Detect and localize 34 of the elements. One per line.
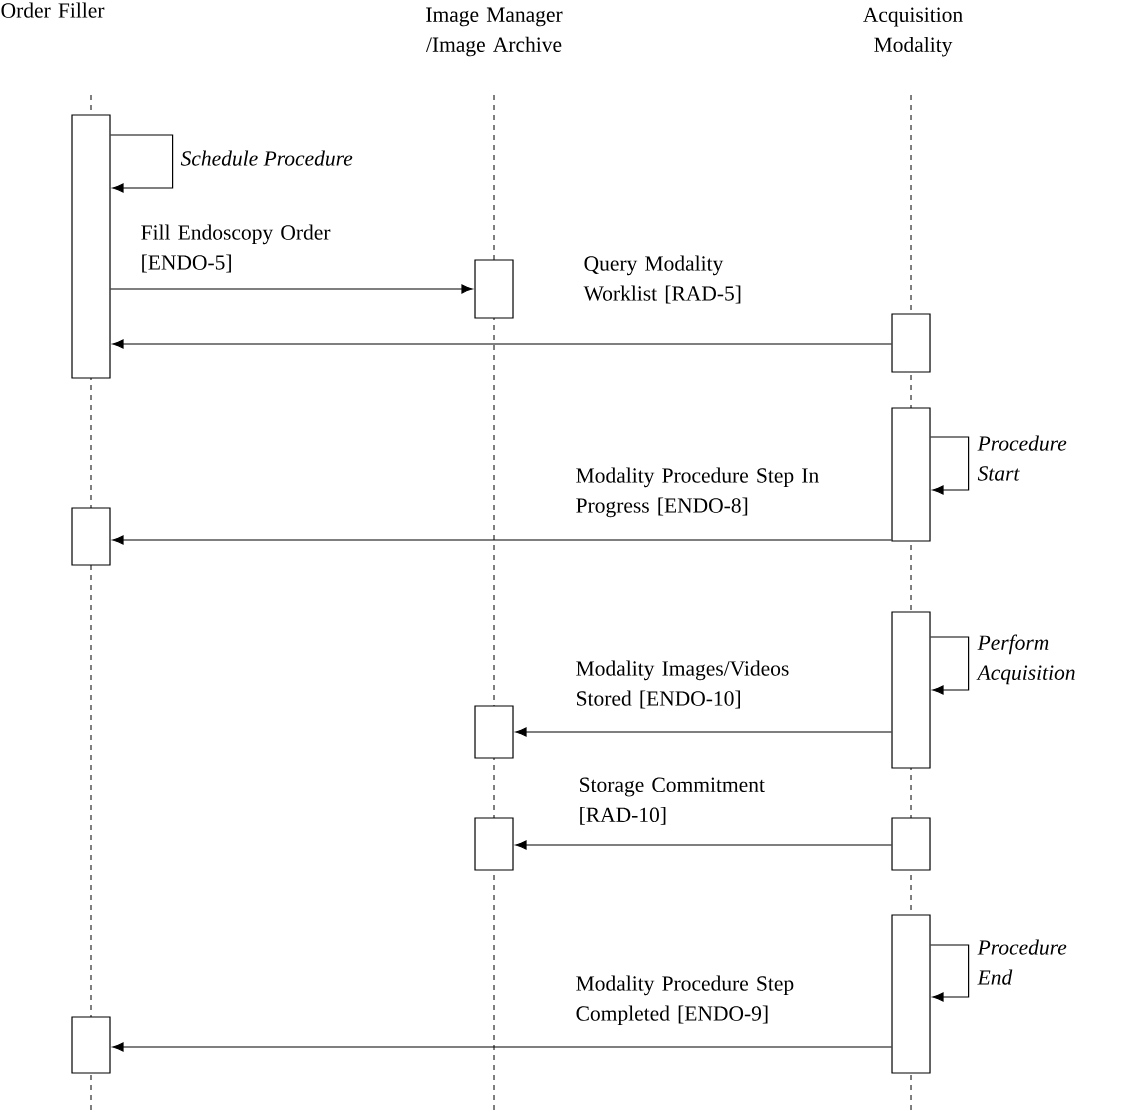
- message-arrow: [112, 1042, 892, 1052]
- message-arrow: [112, 339, 892, 349]
- edge-label: Procedure End: [977, 939, 1067, 985]
- lifeline-header: Image Manager /Image Archive: [425, 7, 563, 57]
- self-arrow: [930, 436, 970, 495]
- activation-bar: [71, 114, 111, 379]
- lifeline-header: Acquisition Modality: [863, 7, 963, 57]
- activation-bar: [891, 817, 931, 871]
- activation-bar: [891, 611, 931, 769]
- lifeline-header: Order Filler: [1, 2, 105, 18]
- activation-bar: [474, 705, 514, 759]
- edge-label: Schedule Procedure: [180, 150, 353, 166]
- edge-label: Procedure Start: [977, 435, 1067, 481]
- edge-label: Modality Procedure Step In Progress [ENDO-8]: [576, 467, 819, 518]
- activation-bar: [891, 407, 931, 542]
- activation-bar: [71, 507, 111, 566]
- message-arrow: [515, 840, 892, 850]
- message-arrow: [515, 727, 892, 737]
- activation-bar: [474, 259, 514, 319]
- edge-label: Query Modality Worklist [RAD-5]: [583, 255, 741, 304]
- edge-label: Fill Endoscopy Order [ENDO-5]: [141, 224, 331, 273]
- activation-bar: [71, 1016, 111, 1074]
- message-arrow: [112, 535, 892, 545]
- edge-label: Modality Procedure Step Completed [ENDO-9]: [576, 975, 794, 1026]
- edge-label: Modality Images/Videos Stored [ENDO-10]: [576, 660, 789, 709]
- activation-bar: [891, 914, 931, 1074]
- activation-bar: [474, 817, 514, 871]
- edge-label: Storage Commitment [RAD-10]: [580, 777, 765, 825]
- self-arrow: [110, 134, 174, 193]
- message-arrow: [110, 284, 473, 294]
- activation-bar: [891, 313, 931, 373]
- self-arrow: [930, 944, 970, 1002]
- edge-label: Perform Acquisition: [976, 634, 1075, 685]
- self-arrow: [930, 636, 970, 695]
